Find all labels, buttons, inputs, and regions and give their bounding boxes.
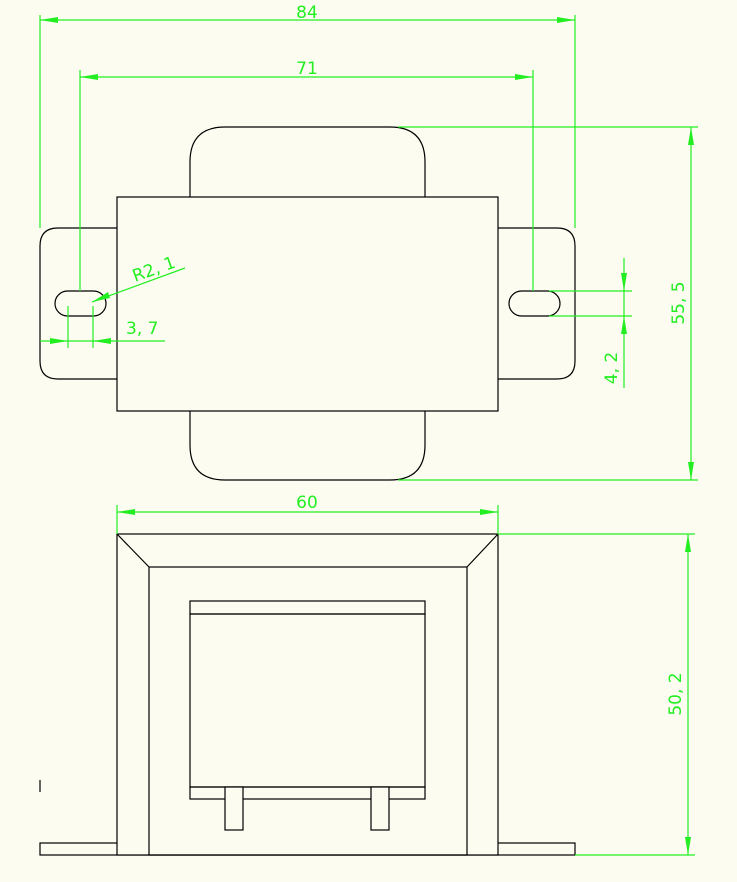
terminal-pin-right	[370, 786, 390, 831]
dim-label-37: 3, 7	[126, 319, 158, 339]
core-body	[116, 196, 499, 412]
terminal-pin-left	[224, 786, 244, 831]
front-core-outer	[116, 533, 499, 856]
front-core-inner	[148, 566, 468, 856]
dim-slot-width: 4, 2	[549, 258, 632, 388]
dim-label-502: 50, 2	[666, 672, 686, 715]
coil-bottom	[189, 411, 426, 481]
dim-label-555: 55, 5	[669, 281, 689, 324]
dim-core-width: 60	[116, 493, 499, 534]
dim-hole-spacing: 71	[79, 59, 534, 291]
dim-label-84: 84	[296, 3, 318, 23]
dim-top-height: 55, 5	[398, 126, 698, 481]
dim-label-71: 71	[296, 59, 318, 79]
dim-slot-offset: 3, 7	[40, 306, 165, 348]
right-slot	[508, 290, 561, 317]
top-view	[39, 126, 576, 481]
dim-label-60: 60	[296, 493, 318, 513]
bobbin-flange-bottom	[189, 786, 426, 800]
dim-overall-width: 84	[39, 3, 576, 228]
coil-top	[189, 126, 426, 197]
dim-label-42: 4, 2	[602, 352, 622, 384]
dim-front-height: 50, 2	[498, 533, 695, 856]
front-view	[39, 533, 576, 856]
right-flange	[498, 227, 576, 380]
